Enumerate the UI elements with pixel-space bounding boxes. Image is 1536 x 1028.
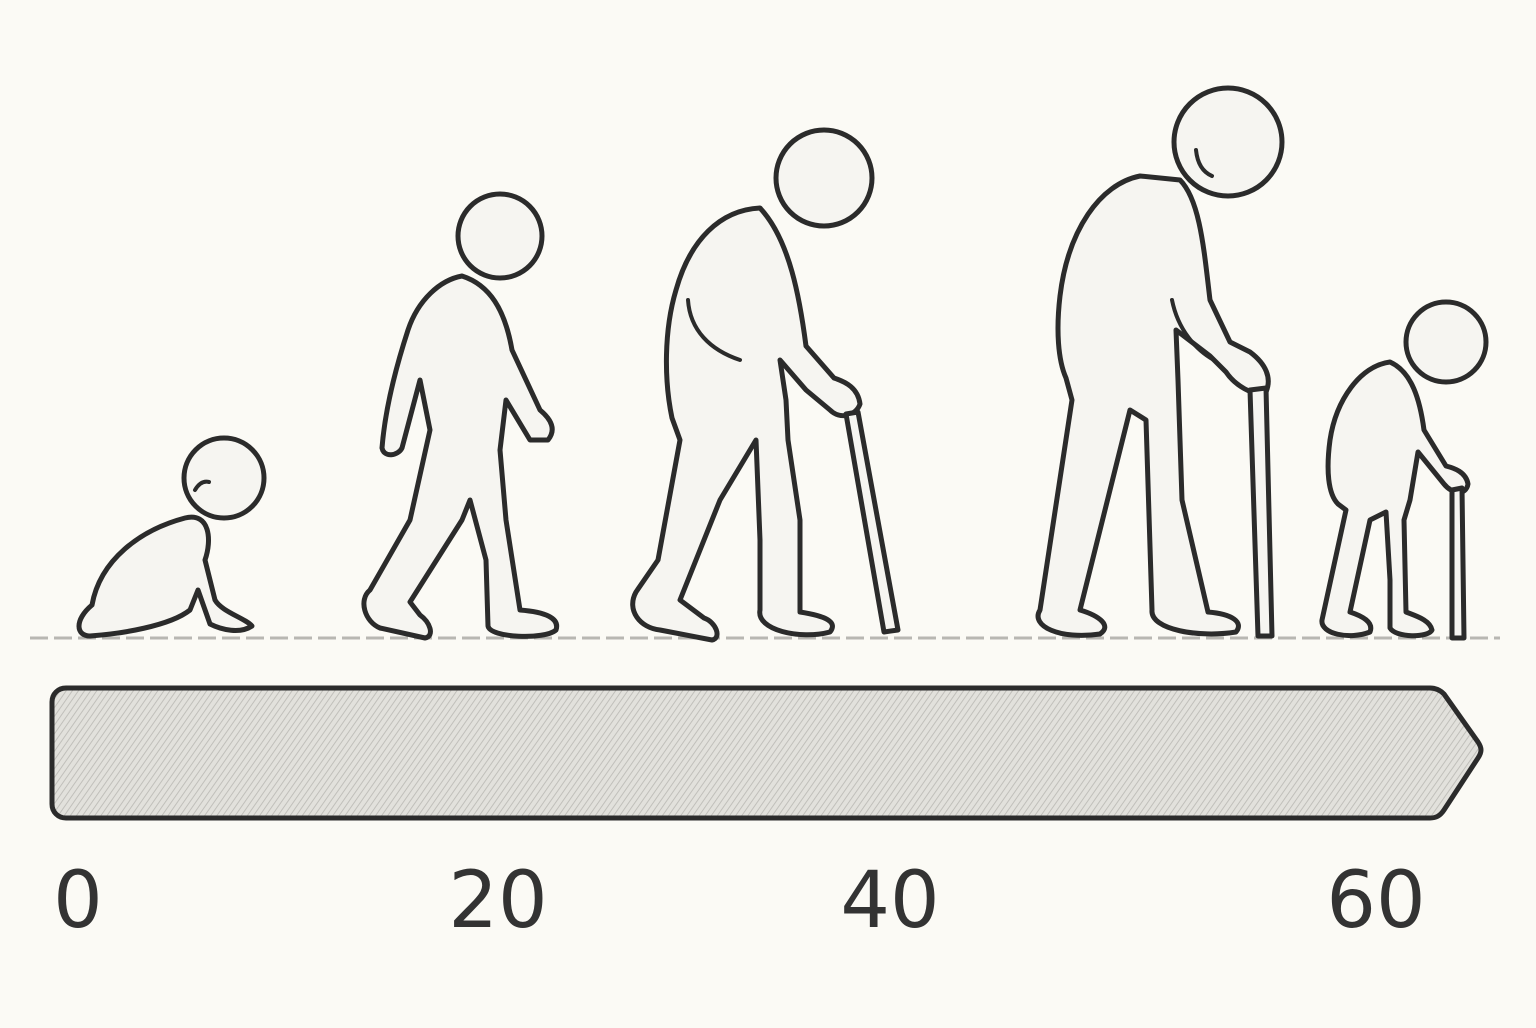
tick-label-40: 40: [840, 856, 940, 946]
crawling-baby-figure: [76, 435, 267, 639]
tick-label-0: 0: [53, 856, 103, 946]
stooped-elder-figure: [1319, 299, 1489, 641]
elder-with-cane-figure: [1035, 85, 1285, 639]
adult-with-cane-figure: [630, 127, 901, 643]
walking-youth-figure: [361, 191, 560, 641]
timeline-arrow-bar: [49, 685, 1484, 821]
tick-label-20: 20: [448, 856, 548, 946]
tick-label-60: 60: [1326, 856, 1426, 946]
